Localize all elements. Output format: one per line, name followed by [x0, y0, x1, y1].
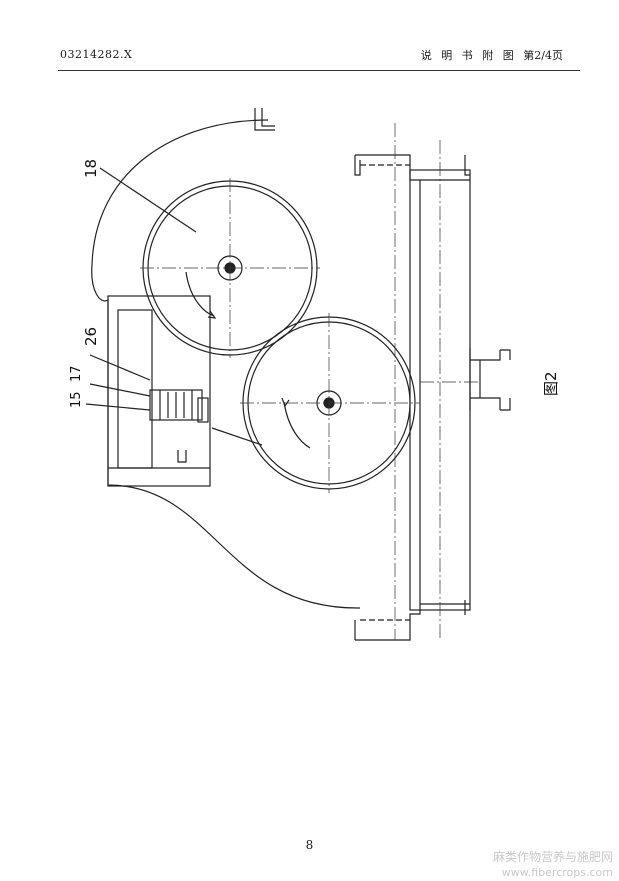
watermark-url: www.fibercrops.com [501, 866, 613, 879]
upper-roller-arrow [185, 271, 215, 317]
header-page-count: 第2/4页 [523, 49, 563, 62]
leader-15 [85, 403, 151, 411]
bearing-block [149, 389, 203, 421]
inner-box-inset [117, 309, 153, 469]
base-frame [355, 154, 421, 641]
inner-box [107, 295, 211, 487]
header-section-title: 说 明 书 附 图 [420, 49, 514, 62]
label-18: 18 [82, 159, 100, 178]
leader-lower [211, 427, 263, 446]
label-15: 15 [69, 391, 84, 408]
label-17: 17 [69, 365, 84, 382]
leader-26 [89, 354, 151, 381]
figure-caption: 图2 [542, 371, 560, 396]
top-flange [254, 108, 275, 131]
leader-17 [89, 383, 151, 397]
header-rule [58, 70, 580, 71]
lower-roller-arrow [283, 401, 311, 449]
label-26: 26 [82, 327, 100, 346]
header-page-info: 说 明 书 附 图 第2/4页 [421, 47, 563, 63]
top-rail [354, 155, 470, 176]
page-number: 8 [305, 838, 314, 852]
leader-18 [99, 167, 197, 233]
bottom-rail [354, 600, 466, 640]
housing-outline [91, 119, 361, 609]
watermark-text: 麻类作物营养与施肥网 [492, 850, 613, 864]
document-number: 03214282.X [60, 48, 133, 61]
mid-support [469, 348, 501, 410]
